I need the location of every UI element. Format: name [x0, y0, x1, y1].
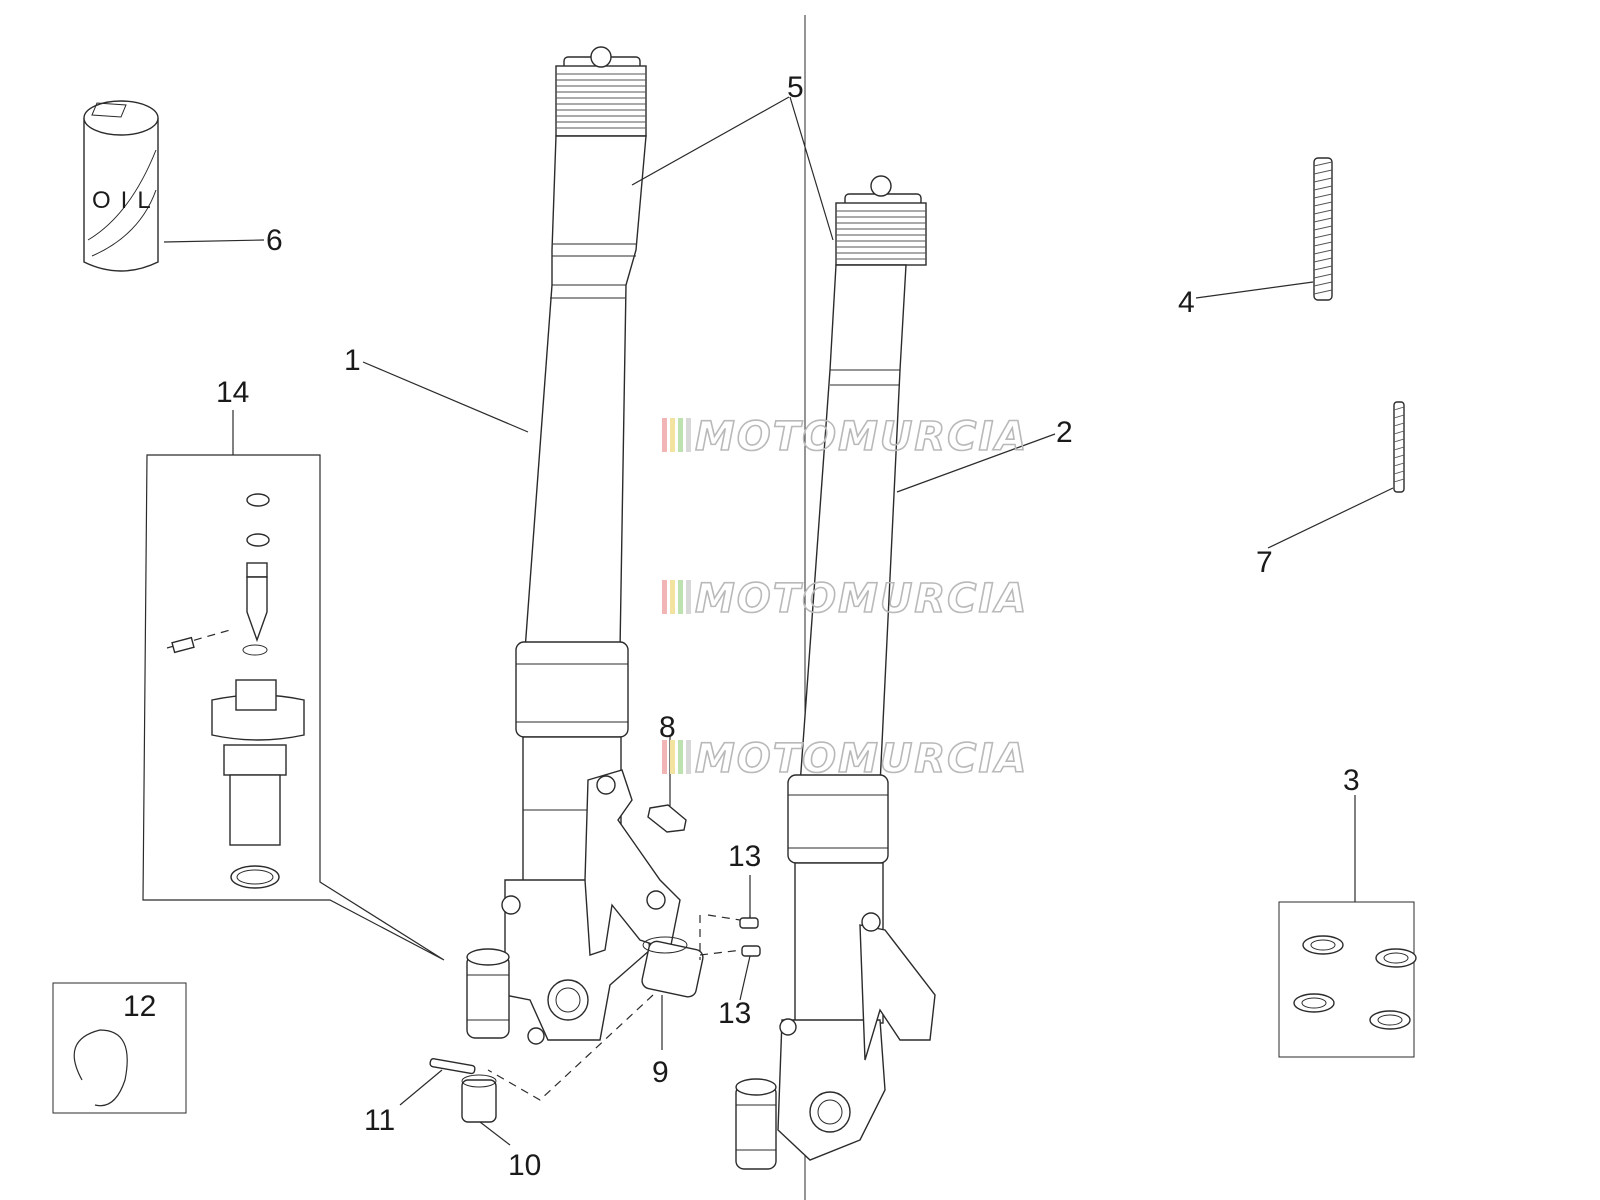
watermark-3: MOTOMURCIA	[662, 735, 1028, 783]
watermark-text: MOTOMURCIA	[695, 576, 1028, 622]
seal-kit-box	[1278, 795, 1417, 1058]
fork-leg-right	[735, 175, 936, 1170]
callout-12: 12	[123, 990, 156, 1023]
watermark-stripes	[662, 740, 691, 774]
leader-lines	[163, 96, 1394, 549]
watermark-text: MOTOMURCIA	[695, 414, 1028, 460]
watermark-stripes	[662, 580, 691, 614]
fork-right-threads	[836, 210, 926, 260]
oil-label: OIL	[92, 187, 161, 214]
callout-13-lower: 13	[718, 997, 751, 1030]
callout-7: 7	[1256, 546, 1273, 579]
spring-small	[1393, 401, 1405, 493]
spring-large	[1313, 157, 1333, 301]
callout-11: 11	[364, 1104, 395, 1137]
callout-8: 8	[659, 711, 676, 744]
oil-can: OIL	[83, 100, 161, 272]
callout-9: 9	[652, 1056, 669, 1089]
callouts: 1 2 3 4 5 6 7 8 9 10 11 12 13 13 14	[123, 71, 1360, 1182]
callout-3: 3	[1343, 764, 1360, 797]
fork-leg-left	[466, 46, 681, 1045]
callout-10: 10	[508, 1149, 541, 1182]
small-parts	[399, 736, 761, 1146]
watermark-2: MOTOMURCIA	[662, 575, 1028, 623]
circlip-box	[52, 982, 187, 1114]
valve-kit-box	[142, 410, 445, 961]
callout-2: 2	[1056, 416, 1073, 449]
fork-left-threads	[556, 73, 646, 129]
callout-14: 14	[216, 376, 249, 409]
callout-5: 5	[787, 71, 804, 104]
callout-1: 1	[344, 344, 361, 377]
watermark-1: MOTOMURCIA	[662, 413, 1028, 461]
watermark-text: MOTOMURCIA	[695, 736, 1028, 782]
callout-6: 6	[266, 224, 283, 257]
callout-4: 4	[1178, 286, 1195, 319]
watermark-stripes	[662, 418, 691, 452]
callout-13-upper: 13	[728, 840, 761, 873]
